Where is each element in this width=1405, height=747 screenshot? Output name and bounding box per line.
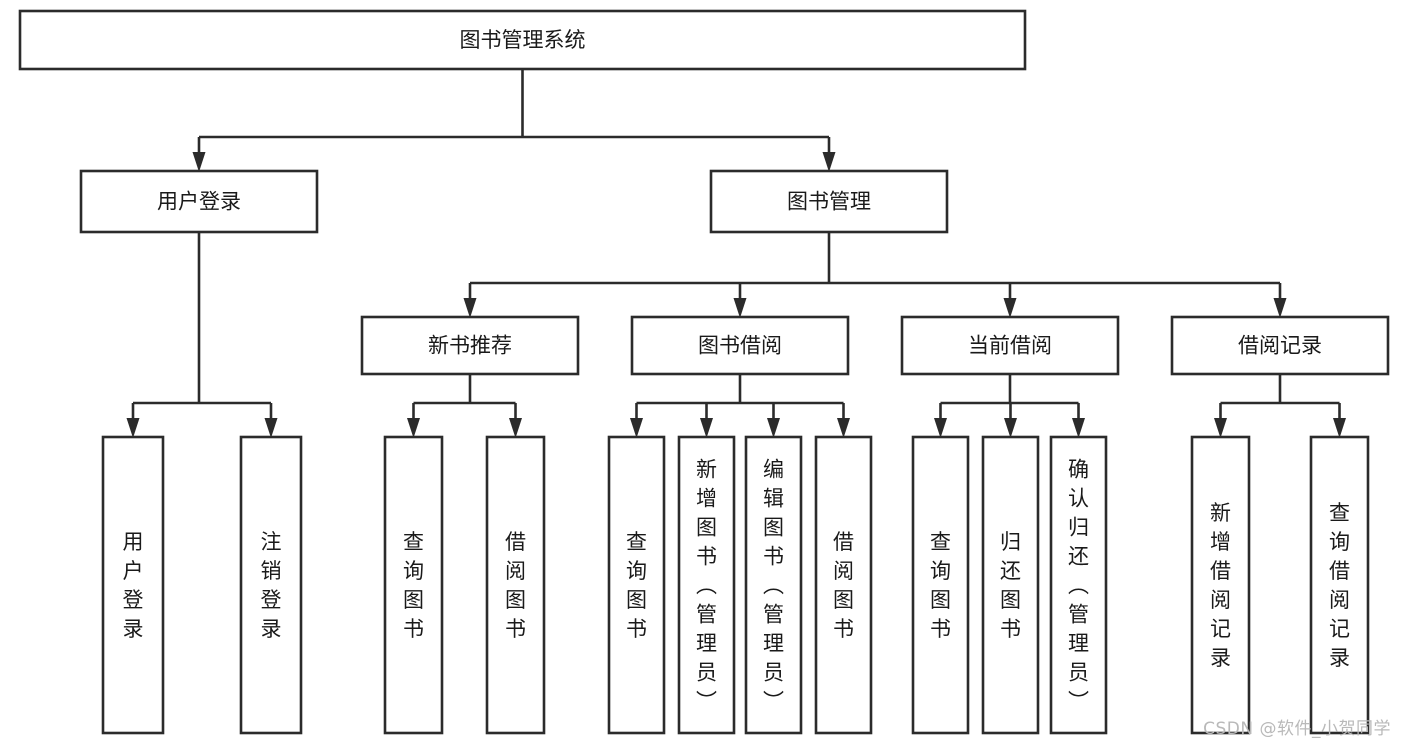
arrow-head-icon — [1214, 418, 1227, 438]
node-leaf-add-borrow-record[interactable]: 新增借阅记录 — [1190, 435, 1251, 735]
node-box[interactable] — [485, 435, 546, 735]
node-label: 归还图书 — [1000, 530, 1021, 641]
arrow-head-icon — [733, 298, 747, 318]
node-label: 图书管理 — [787, 190, 871, 214]
node-label: 查询图书 — [403, 530, 424, 641]
arrow-head-icon — [837, 418, 850, 438]
node-leaf-return-book[interactable]: 归还图书 — [981, 435, 1040, 735]
arrow-head-icon — [1333, 418, 1346, 438]
node-label: 当前借阅 — [968, 334, 1052, 358]
arrow-head-icon — [767, 418, 780, 438]
node-label: 图书借阅 — [698, 334, 782, 358]
node-label: 新增图书︵管理员︶ — [696, 458, 717, 714]
arrow-head-icon — [192, 152, 206, 172]
node-leaf-borrow-book-1[interactable]: 借阅图书 — [485, 435, 546, 735]
node-box[interactable] — [101, 435, 165, 735]
arrow-head-icon — [509, 418, 522, 438]
node-label: 新书推荐 — [428, 334, 512, 358]
node-label: 借阅图书 — [833, 530, 854, 641]
node-label: 确认归还︵管理员︶ — [1068, 458, 1089, 714]
node-label: 借阅记录 — [1238, 334, 1322, 358]
node-layer: 图书管理系统用户登录图书管理新书推荐图书借阅当前借阅借阅记录用户登录注销登录查询… — [18, 9, 1390, 735]
node-leaf-add-book-admin[interactable]: 新增图书︵管理员︶ — [677, 435, 736, 735]
arrow-head-icon — [1273, 298, 1287, 318]
node-box[interactable] — [18, 9, 1027, 71]
node-box[interactable] — [239, 435, 303, 735]
node-box[interactable] — [911, 435, 970, 735]
node-box[interactable] — [630, 315, 850, 376]
node-user-login[interactable]: 用户登录 — [79, 169, 319, 234]
arrow-head-icon — [126, 418, 140, 438]
node-box[interactable] — [607, 435, 666, 735]
connector-layer — [126, 69, 1346, 438]
node-borrow-record[interactable]: 借阅记录 — [1170, 315, 1390, 376]
node-box[interactable] — [744, 435, 803, 735]
node-box[interactable] — [677, 435, 736, 735]
arrow-head-icon — [1004, 418, 1017, 438]
node-leaf-logout-login[interactable]: 注销登录 — [239, 435, 303, 735]
arrow-head-icon — [1003, 298, 1017, 318]
arrow-head-icon — [264, 418, 278, 438]
watermark-label: CSDN @软件_小贺同学 — [1203, 719, 1391, 739]
arrow-head-icon — [630, 418, 643, 438]
node-book-borrow[interactable]: 图书借阅 — [630, 315, 850, 376]
node-box[interactable] — [360, 315, 580, 376]
node-label: 查询借阅记录 — [1329, 501, 1350, 670]
node-label: 用户登录 — [123, 530, 144, 641]
node-label: 查询图书 — [626, 530, 647, 641]
node-label: 查询图书 — [930, 530, 951, 641]
node-label: 新增借阅记录 — [1210, 501, 1231, 670]
node-book-manage[interactable]: 图书管理 — [709, 169, 949, 234]
node-leaf-user-login[interactable]: 用户登录 — [101, 435, 165, 735]
node-leaf-query-book-2[interactable]: 查询图书 — [607, 435, 666, 735]
node-box[interactable] — [1190, 435, 1251, 735]
arrow-head-icon — [934, 418, 947, 438]
node-box[interactable] — [79, 169, 319, 234]
node-label: 用户登录 — [157, 190, 241, 214]
arrow-head-icon — [407, 418, 420, 438]
node-label: 注销登录 — [261, 530, 282, 641]
node-box[interactable] — [1170, 315, 1390, 376]
node-leaf-borrow-book-2[interactable]: 借阅图书 — [814, 435, 873, 735]
node-root[interactable]: 图书管理系统 — [18, 9, 1027, 71]
arrow-head-icon — [700, 418, 713, 438]
node-label: 借阅图书 — [505, 530, 526, 641]
node-box[interactable] — [900, 315, 1120, 376]
node-box[interactable] — [383, 435, 444, 735]
arrow-head-icon — [1072, 418, 1085, 438]
node-box[interactable] — [981, 435, 1040, 735]
node-label: 编辑图书︵管理员︶ — [763, 458, 784, 714]
node-leaf-edit-book-admin[interactable]: 编辑图书︵管理员︶ — [744, 435, 803, 735]
node-leaf-confirm-return-admin[interactable]: 确认归还︵管理员︶ — [1049, 435, 1108, 735]
node-label: 图书管理系统 — [460, 28, 586, 52]
node-leaf-query-borrow-record[interactable]: 查询借阅记录 — [1309, 435, 1370, 735]
node-box[interactable] — [1049, 435, 1108, 735]
node-box[interactable] — [1309, 435, 1370, 735]
arrow-head-icon — [822, 152, 836, 172]
node-leaf-query-book-1[interactable]: 查询图书 — [383, 435, 444, 735]
node-new-book-recommend[interactable]: 新书推荐 — [360, 315, 580, 376]
node-current-borrow[interactable]: 当前借阅 — [900, 315, 1120, 376]
node-box[interactable] — [709, 169, 949, 234]
node-box[interactable] — [814, 435, 873, 735]
arrow-head-icon — [463, 298, 477, 318]
node-leaf-query-book-3[interactable]: 查询图书 — [911, 435, 970, 735]
